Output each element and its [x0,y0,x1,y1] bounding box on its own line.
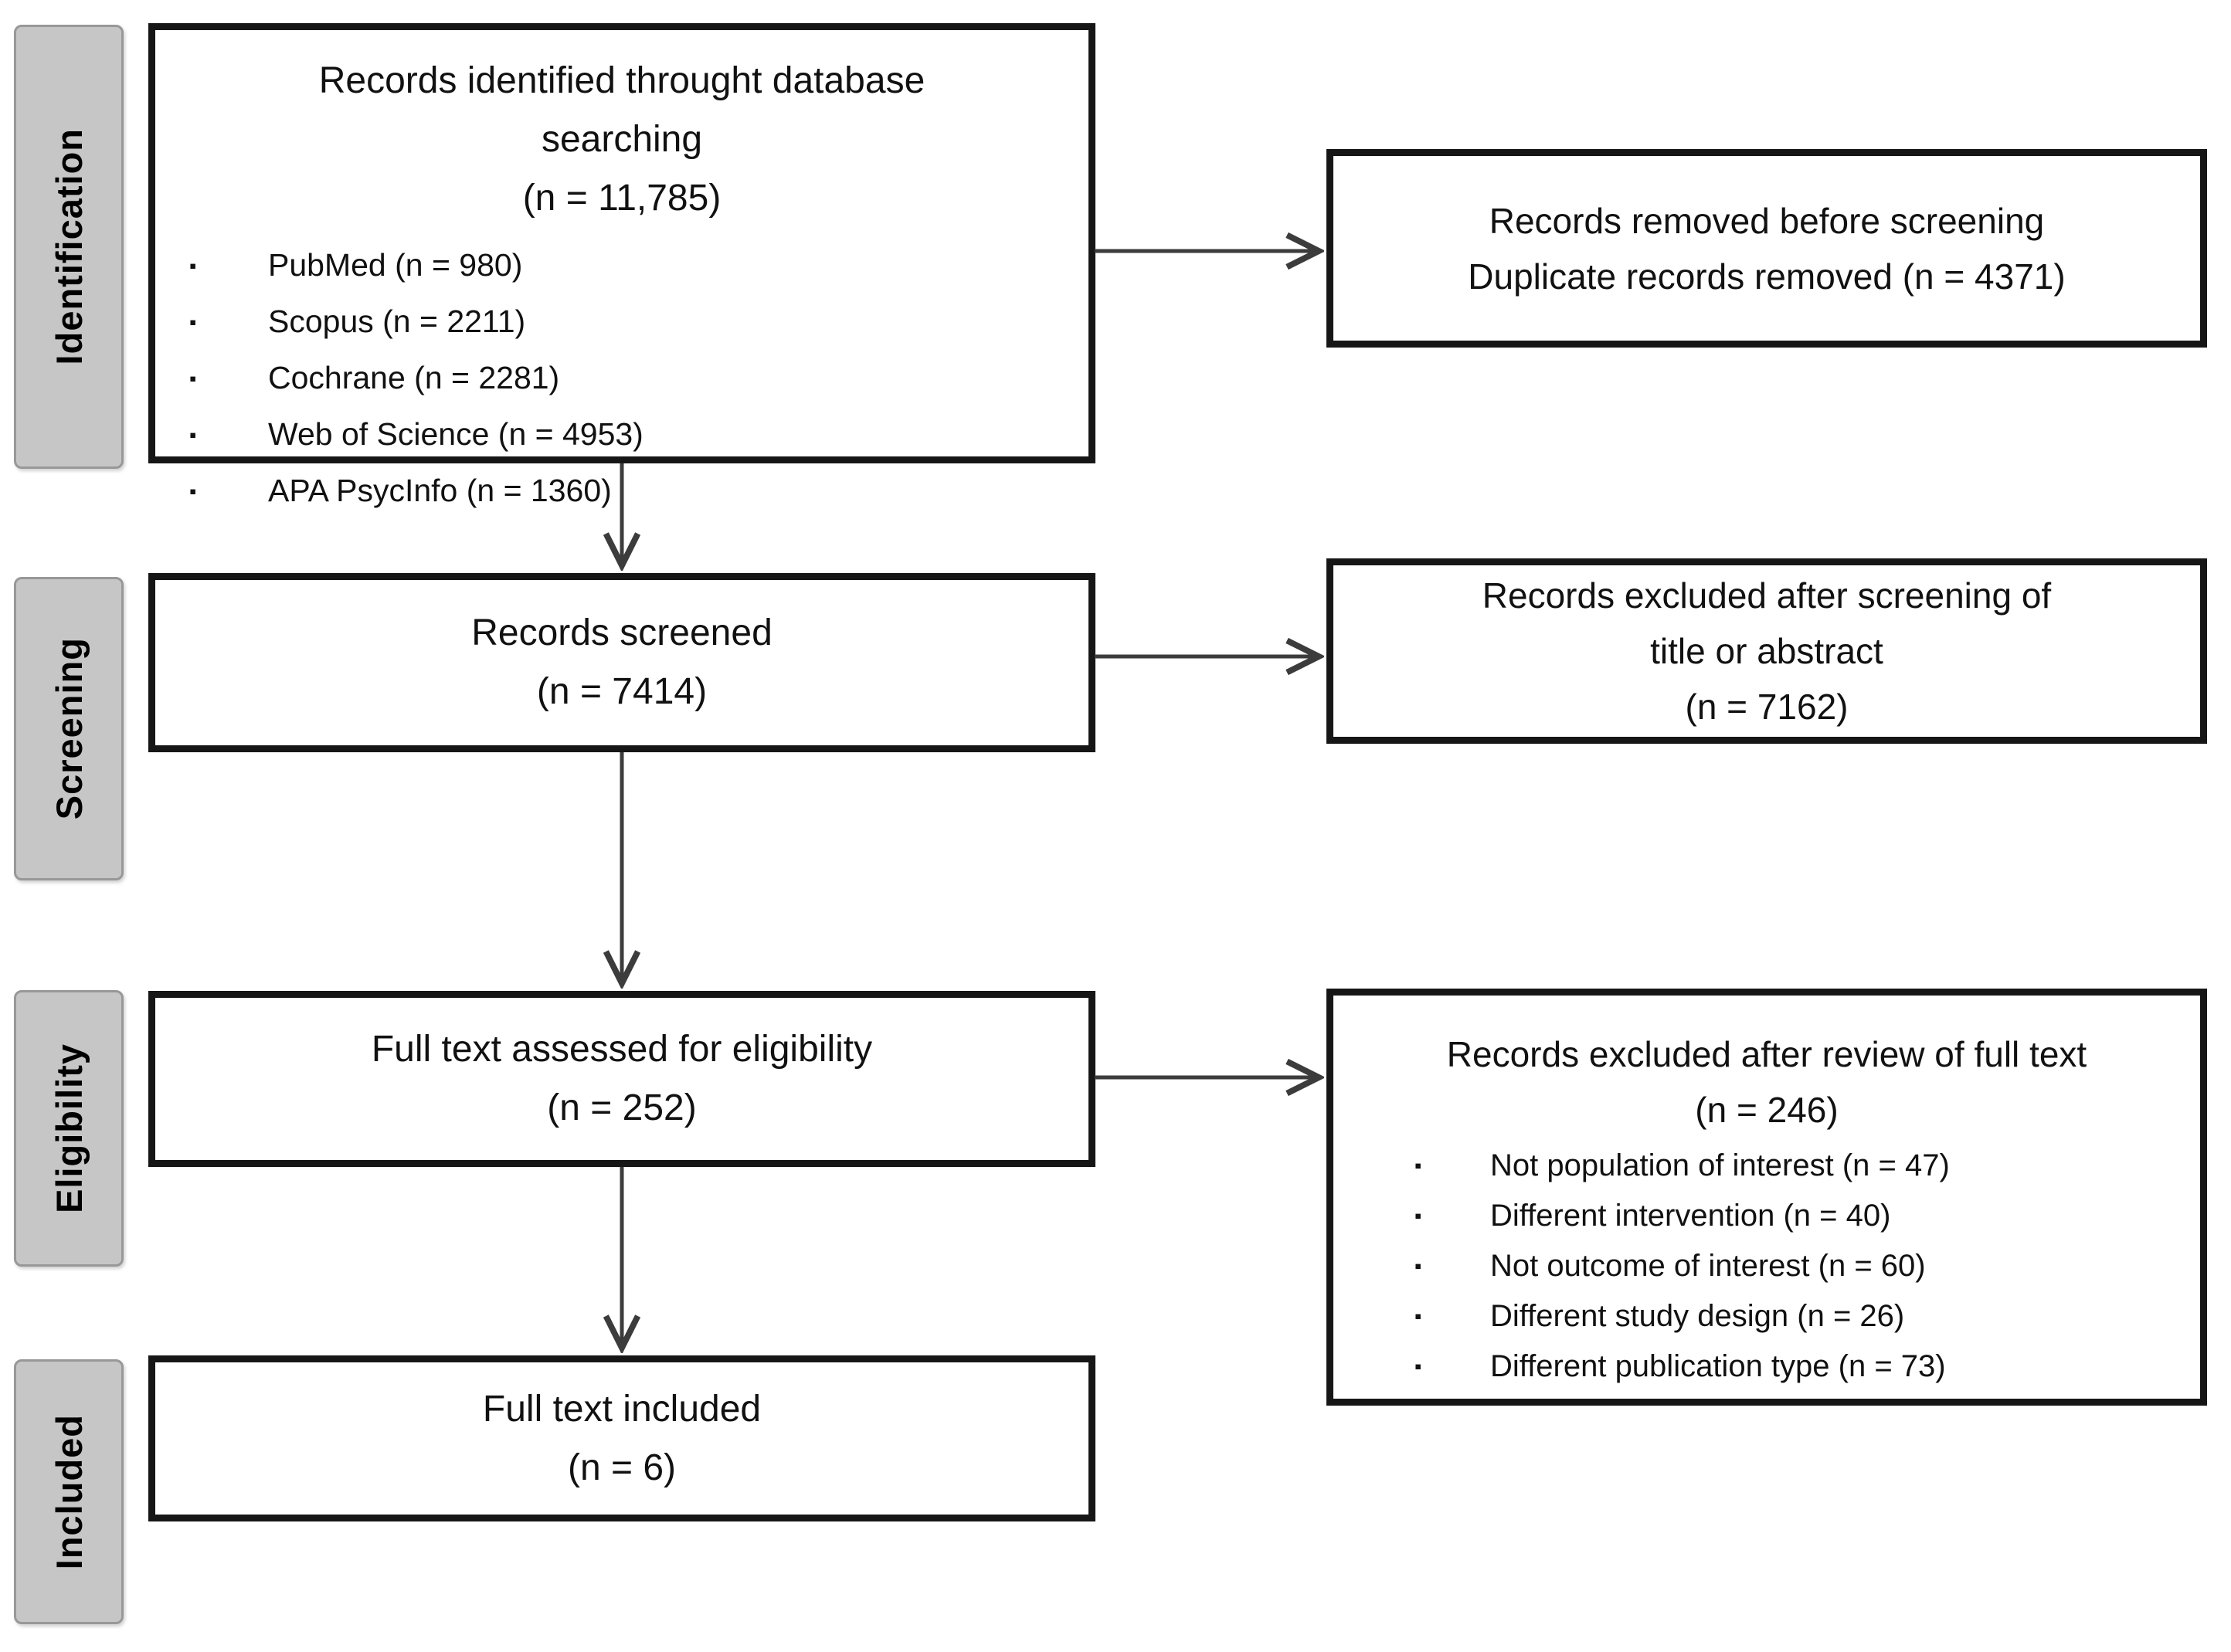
box-count: (n = 6) [567,1447,677,1488]
database-list: ▪ PubMed (n = 980) ▪ Scopus (n = 2211) ▪… [121,239,1122,521]
list-item-text: PubMed (n = 980) [268,247,523,283]
square-bullet-icon: ▪ [189,310,197,334]
stage-label-screening: Screening [14,577,124,880]
list-item: ▪ Not outcome of interest (n = 60) [1414,1243,2231,1293]
list-item-text: Different publication type (n = 73) [1490,1349,1946,1383]
exclusion-reason-list: ▪ Not population of interest (n = 47) ▪ … [1252,1142,2231,1393]
stage-label-included: Included [14,1359,124,1624]
square-bullet-icon: ▪ [1414,1154,1422,1177]
list-item-text: Scopus (n = 2211) [268,304,526,339]
box-title-line: Records identified throught database [318,60,925,101]
list-item: ▪ Web of Science (n = 4953) [189,408,1122,464]
stage-label-eligibility: Eligibility [14,990,124,1267]
list-item-text: APA PsycInfo (n = 1360) [268,473,612,508]
list-item: ▪ Different intervention (n = 40) [1414,1192,2231,1243]
box-title-line: Records removed before screening [1489,200,2045,241]
list-item-text: Different intervention (n = 40) [1490,1199,1891,1233]
box-records-screened: Records screened (n = 7414) [148,573,1095,752]
list-item: ▪ Scopus (n = 2211) [189,295,1122,351]
square-bullet-icon: ▪ [1414,1355,1422,1378]
box-count: (n = 252) [547,1087,697,1128]
box-records-removed: Records removed before screening Duplica… [1326,149,2207,348]
list-item-text: Web of Science (n = 4953) [268,416,643,452]
list-item-text: Cochrane (n = 2281) [268,360,560,395]
stage-label-identification: Identification [14,25,124,469]
square-bullet-icon: ▪ [189,367,197,390]
box-title-line: Full text included [482,1388,762,1430]
box-fulltext-assessed: Full text assessed for eligibility (n = … [148,991,1095,1167]
box-count: (n = 11,785) [522,178,722,219]
list-item: ▪ APA PsycInfo (n = 1360) [189,464,1122,521]
list-item: ▪ PubMed (n = 980) [189,239,1122,295]
list-item: ▪ Cochrane (n = 2281) [189,351,1122,408]
box-count: (n = 246) [1695,1090,1839,1130]
list-item: ▪ Different study design (n = 26) [1414,1293,2231,1343]
square-bullet-icon: ▪ [189,480,197,503]
list-item-text: Not outcome of interest (n = 60) [1490,1249,1926,1283]
square-bullet-icon: ▪ [1414,1254,1422,1277]
list-item: ▪ Not population of interest (n = 47) [1414,1142,2231,1192]
box-title-line: Records excluded after screening of [1482,575,2052,616]
list-item: ▪ Different publication type (n = 73) [1414,1343,2231,1393]
square-bullet-icon: ▪ [189,254,197,277]
box-excluded-fulltext: Records excluded after review of full te… [1326,989,2207,1406]
box-title-line: Records excluded after review of full te… [1446,1034,2087,1074]
box-excluded-screening: Records excluded after screening of titl… [1326,558,2207,744]
box-title-line: searching [541,119,703,160]
list-item-text: Not population of interest (n = 47) [1490,1148,1950,1182]
box-records-identified: Records identified throught database sea… [148,23,1095,508]
square-bullet-icon: ▪ [1414,1304,1422,1328]
box-count: (n = 7162) [1685,687,1849,727]
list-item-text: Different study design (n = 26) [1490,1299,1905,1333]
square-bullet-icon: ▪ [189,423,197,446]
square-bullet-icon: ▪ [1414,1204,1422,1227]
box-title-line: title or abstract [1650,631,1883,671]
box-fulltext-included: Full text included (n = 6) [148,1355,1095,1521]
box-count: (n = 7414) [536,671,708,712]
box-title-line: Records screened [471,612,773,653]
box-title-line: Full text assessed for eligibility [371,1029,873,1070]
box-title-line: Duplicate records removed (n = 4371) [1468,256,2066,297]
